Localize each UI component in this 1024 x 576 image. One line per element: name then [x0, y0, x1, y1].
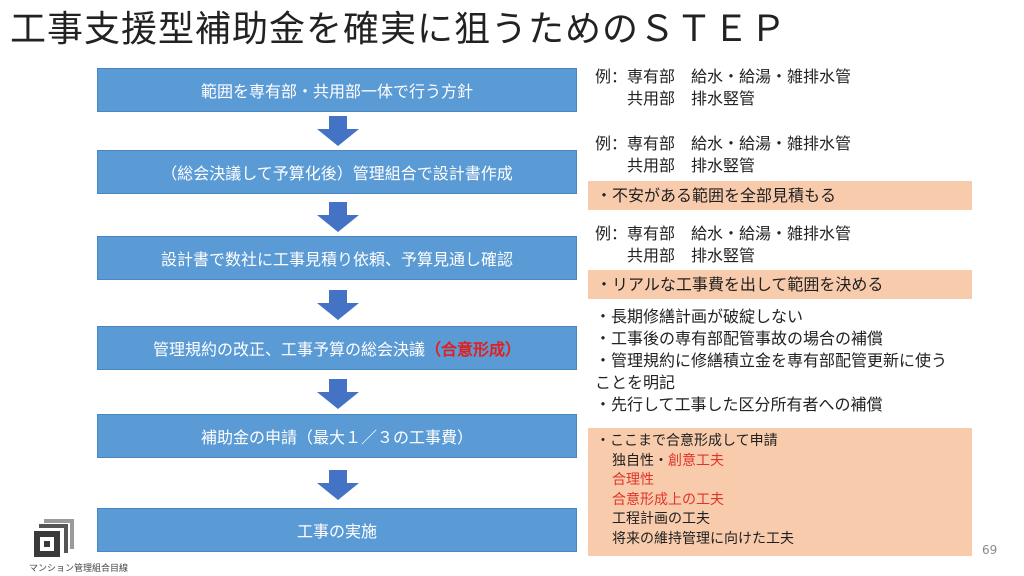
bullet-item: ・長期修繕計画が破綻しない: [595, 307, 804, 326]
logo-icon: [34, 519, 74, 557]
bullet-item: ・工事後の専有部配管事故の場合の補償: [595, 329, 884, 348]
example-note-line: 例：専有部 給水・給湯・雑排水管: [595, 224, 852, 243]
example-note-3: 例：専有部 給水・給湯・雑排水管 共用部 排水竪管: [595, 223, 851, 267]
example-note-line: 共用部 排水竪管: [627, 246, 756, 265]
step-1-label: 範囲を専有部・共用部一体で行う方針: [200, 82, 473, 101]
step-4: 管理規約の改正、工事予算の総会決議（合意形成）: [97, 326, 577, 370]
down-arrow-icon: [317, 470, 359, 500]
down-arrow-icon: [317, 202, 359, 232]
example-note-line: 例：専有部 給水・給湯・雑排水管: [595, 134, 852, 153]
application-item: 将来の維持管理に向けた工夫: [612, 530, 794, 547]
application-item-red: 創意工夫: [668, 452, 724, 469]
bullet-item: ことを明記: [595, 373, 676, 392]
cost-note-box: ・リアルな工事費を出して範囲を決める: [588, 270, 972, 299]
application-item: 合意形成上の工夫: [612, 491, 724, 508]
example-note-2: 例：専有部 給水・給湯・雑排水管 共用部 排水竪管: [595, 133, 851, 177]
step-5-label: 補助金の申請（最大１／３の工事費）: [200, 428, 473, 447]
application-box: ・ここまで合意形成して申請 独自性・創意工夫 合理性 合意形成上の工夫 工程計画…: [588, 428, 972, 556]
page-title: 工事支援型補助金を確実に狙うためのＳＴＥＰ: [10, 9, 788, 50]
application-heading: ・ここまで合意形成して申請: [596, 433, 778, 449]
bullet-item: ・管理規約に修繕積立金を専有部配管更新に使う: [595, 351, 948, 370]
step-5: 補助金の申請（最大１／３の工事費）: [97, 414, 577, 458]
bullet-item: ・先行して工事した区分所有者への補償: [595, 395, 883, 414]
down-arrow-icon: [317, 116, 359, 146]
step-3-label: 設計書で数社に工事見積り依頼、予算見通し確認: [160, 250, 513, 269]
step-3: 設計書で数社に工事見積り依頼、予算見通し確認: [97, 236, 577, 280]
example-note-line: 例：専有部 給水・給湯・雑排水管: [595, 67, 852, 86]
application-item: 合理性: [612, 472, 654, 488]
step-4-highlight: （合意形成）: [425, 340, 522, 359]
down-arrow-icon: [317, 290, 359, 320]
logo-text: マンション管理組合目線: [29, 564, 129, 574]
example-note-1: 例：専有部 給水・給湯・雑排水管 共用部 排水竪管: [595, 66, 851, 110]
example-note-line: 共用部 排水竪管: [627, 156, 756, 175]
example-note-line: 共用部 排水竪管: [627, 89, 756, 108]
application-item: 独自性・創意工夫: [596, 452, 972, 472]
step-2-label: （総会決議して予算化後）管理組合で設計書作成: [161, 164, 513, 183]
consensus-bullets: ・長期修繕計画が破綻しない ・工事後の専有部配管事故の場合の補償 ・管理規約に修…: [595, 306, 1020, 416]
step-1: 範囲を専有部・共用部一体で行う方針: [97, 68, 577, 112]
step-4-label: 管理規約の改正、工事予算の総会決議: [152, 340, 425, 359]
down-arrow-icon: [317, 379, 359, 409]
step-6-label: 工事の実施: [296, 522, 377, 541]
page-number: 69: [982, 543, 998, 557]
estimate-note-box: ・不安がある範囲を全部見積もる: [588, 181, 972, 210]
step-6: 工事の実施: [97, 508, 577, 552]
application-item: 工程計画の工夫: [612, 511, 710, 527]
step-2: （総会決議して予算化後）管理組合で設計書作成: [97, 150, 577, 194]
application-item-text: 独自性・: [612, 452, 668, 469]
